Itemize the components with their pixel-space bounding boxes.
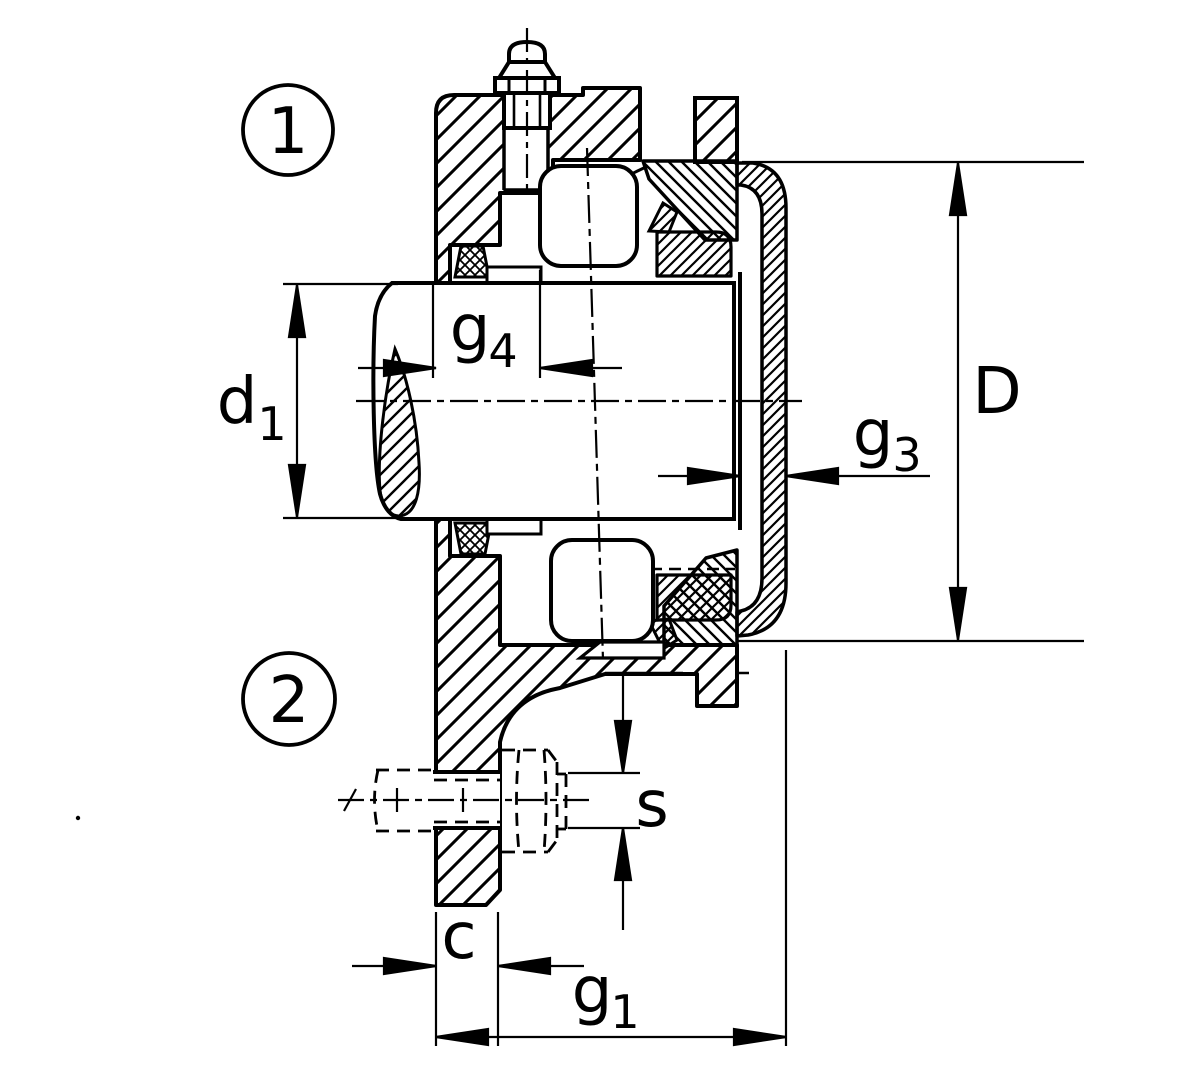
collar-top-tab [646, 200, 679, 234]
d1-arrow-top [287, 284, 307, 339]
dimension-label-g4: g 4 [450, 292, 518, 378]
g3-label-main: g [853, 397, 894, 471]
callout-1: 1 [241, 83, 335, 177]
callout-1-label: 1 [268, 95, 309, 169]
g4-label-sub: 4 [488, 324, 517, 378]
D-arrow-top [948, 162, 968, 217]
dimension-s [568, 673, 640, 930]
nut-facet-right [542, 749, 548, 853]
seal-section [453, 244, 543, 556]
c-arrow-right [497, 956, 552, 976]
dimension-label-s: s [635, 768, 668, 842]
dimension-label-g1: g 1 [572, 954, 640, 1039]
c-arrow-left [382, 956, 437, 976]
g3-arrow-right [785, 466, 840, 486]
artifact-dot [75, 815, 81, 821]
collar-bottom [655, 573, 733, 622]
g4-arrow-right [539, 358, 594, 378]
nut-chamfer-top [546, 749, 559, 763]
nut-facet-left [515, 749, 521, 853]
callout-2: 2 [241, 651, 337, 747]
bearing-centerline [585, 147, 605, 661]
nut-chamfer-bottom [546, 839, 559, 853]
s-arrow-bottom [613, 827, 633, 882]
g1-arrow-right [732, 1027, 787, 1047]
d1-label-main: d [217, 365, 258, 439]
bolt-centerline-tick-slant [343, 788, 357, 812]
dimension-label-c: c [441, 900, 476, 974]
s-label-main: s [635, 768, 668, 842]
D-arrow-bottom [948, 586, 968, 641]
centerlines [338, 28, 802, 812]
seal-top [453, 244, 491, 279]
shaft-break [377, 344, 421, 518]
dimension-D [737, 160, 1084, 643]
dimension-label-g3: g 3 [853, 397, 922, 482]
s-arrow-top [613, 719, 633, 774]
dimension-label-D: D [972, 355, 1021, 429]
callouts: 1 2 [241, 83, 337, 747]
d1-label-sub: 1 [257, 397, 286, 451]
dimension-g3 [658, 466, 930, 486]
dimension-d1 [283, 282, 403, 520]
end-cap-section [735, 161, 788, 638]
dimension-c [352, 912, 584, 1046]
g4-arrow-left [382, 358, 437, 378]
callout-2-circle [241, 651, 337, 747]
dimension-g4 [358, 270, 622, 378]
d1-arrow-bottom [287, 463, 307, 518]
housing-top-right-block [693, 96, 739, 164]
g1-label-sub: 1 [610, 985, 639, 1039]
dimension-g1 [435, 650, 788, 1047]
locking-collar-section [646, 200, 735, 652]
g3-label-sub: 3 [892, 428, 921, 482]
g1-label-main: g [572, 954, 613, 1028]
c-label-main: c [441, 900, 476, 974]
D-label-main: D [972, 355, 1021, 429]
housing-section [434, 86, 749, 907]
collar-bottom-tab [646, 617, 679, 652]
g3-arrow-left [686, 466, 741, 486]
dimension-label-d1: d 1 [217, 365, 287, 451]
callout-1-circle [241, 83, 335, 177]
seal-carrier-top [485, 265, 543, 285]
housing-body-outline [434, 86, 739, 907]
g4-label-main: g [450, 292, 491, 366]
g1-arrow-left [435, 1027, 490, 1047]
inner-ring-lip [575, 640, 666, 660]
callout-2-label: 2 [269, 664, 310, 738]
dimension-lines [283, 160, 1084, 1047]
seal-bottom [453, 521, 493, 556]
collar-top [655, 230, 733, 278]
dimension-labels: g 4 d 1 g 3 D s c g 1 [217, 292, 1022, 1039]
